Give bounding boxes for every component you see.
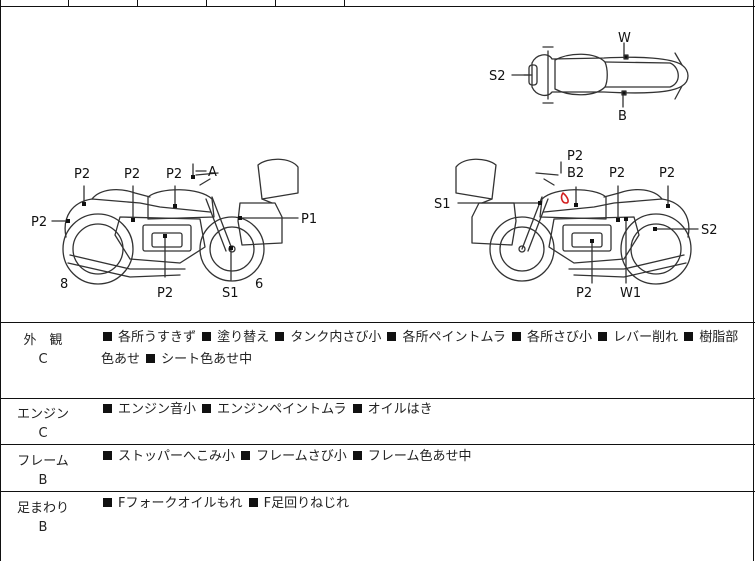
label-top-s2: S2 [489, 69, 506, 84]
category-grade: C [38, 352, 48, 367]
note-item: タンク内さび小 [290, 330, 382, 345]
bullet-square-icon [275, 332, 285, 341]
left-border [0, 0, 1, 561]
note-item: ストッパーへこみ小 [118, 449, 236, 464]
bullet-square-icon [103, 498, 112, 507]
note-item: エンジンペイントムラ [217, 402, 347, 417]
note-item: エンジン音小 [118, 402, 197, 417]
note-item: 塗り替え [217, 330, 270, 345]
note-item: F足回りねじれ [263, 496, 350, 511]
category-name: フレーム [17, 454, 69, 469]
bullet-square-icon [511, 332, 521, 341]
note-item: Fフォークオイルもれ [118, 496, 243, 511]
label-top-w: W [618, 31, 631, 46]
bullet-square-icon [103, 451, 112, 460]
note-item: シート色あせ中 [161, 352, 253, 367]
label-right-p2-top: P2 [567, 149, 583, 164]
note-item: フレームさび小 [256, 449, 347, 464]
bullet-square-icon [598, 332, 608, 341]
label-left-6: 6 [255, 277, 263, 292]
label-left-p2-bottom: P2 [157, 286, 173, 301]
category-name: エンジン [16, 407, 69, 422]
bullet-square-icon [202, 332, 212, 341]
note-item: 樹脂部色あせ [101, 330, 739, 367]
bullet-square-icon [241, 451, 251, 460]
bullet-square-icon [248, 498, 258, 507]
bullet-square-icon [103, 332, 112, 341]
right-side-view-motorcycle [455, 158, 692, 285]
label-right-p2-right: P2 [659, 166, 675, 181]
category-suspension: 足まわり B [8, 497, 78, 535]
label-left-8: 8 [60, 277, 68, 292]
bullet-square-icon [202, 404, 212, 413]
header-divider [206, 0, 207, 6]
label-left-p2-a: P2 [74, 167, 90, 182]
engine-notes: エンジン音小 エンジンペイントムラ オイルはき [101, 399, 741, 421]
header-divider [68, 0, 69, 6]
diagram-bottom-border [0, 322, 755, 323]
header-divider [344, 0, 345, 6]
label-right-p2-mid: P2 [609, 166, 625, 181]
suspension-notes: Fフォークオイルもれ F足回りねじれ [101, 493, 741, 515]
note-item: オイルはき [367, 402, 433, 417]
bullet-square-icon [352, 404, 362, 413]
bullet-square-icon [103, 404, 112, 413]
bullet-square-icon [146, 354, 156, 363]
row-divider [0, 444, 755, 445]
category-exterior: 外 観 C [8, 329, 78, 367]
note-item: フレーム色あせ中 [367, 449, 472, 464]
row-divider [0, 491, 755, 492]
bullet-square-icon [387, 332, 397, 341]
top-view-motorcycle [523, 46, 689, 104]
category-name: 外 観 [23, 333, 63, 348]
category-engine: エンジン C [8, 403, 78, 441]
top-border [0, 6, 755, 7]
label-left-p2-side: P2 [31, 215, 47, 230]
frame-notes: ストッパーへこみ小 フレームさび小 フレーム色あせ中 [101, 446, 741, 468]
motorcycle-damage-diagram: W S2 B P2 P2 P2 A P2 P1 8 P2 S1 6 P2 B2 … [31, 31, 718, 301]
bullet-square-icon [352, 451, 362, 460]
category-grade: B [38, 473, 48, 488]
note-item: レバー削れ [613, 330, 679, 345]
note-item: 各所ペイントムラ [402, 330, 506, 345]
category-grade: B [38, 520, 48, 535]
label-left-a: A [208, 165, 217, 180]
label-left-p2-c: P2 [166, 167, 182, 182]
label-left-p1: P1 [301, 212, 317, 227]
label-left-p2-b: P2 [124, 167, 140, 182]
category-frame: フレーム B [8, 450, 78, 488]
header-divider [275, 0, 276, 6]
row-divider [0, 398, 755, 399]
exterior-notes: 各所うすきず 塗り替え タンク内さび小 各所ペイントムラ 各所さび小 レバー削れ… [101, 327, 741, 371]
label-right-b2: B2 [567, 166, 584, 181]
label-right-s1: S1 [434, 197, 451, 212]
left-side-view-motorcycle [62, 158, 299, 285]
label-right-p2-bottom: P2 [576, 286, 592, 301]
header-divider [137, 0, 138, 6]
category-name: 足まわり [16, 501, 69, 516]
label-top-b: B [618, 109, 627, 124]
label-right-s2: S2 [701, 223, 718, 238]
right-border [753, 0, 754, 561]
note-item: 各所うすきず [118, 330, 197, 345]
label-left-s1: S1 [222, 286, 239, 301]
category-grade: C [38, 426, 48, 441]
bullet-square-icon [684, 332, 694, 341]
note-item: 各所さび小 [526, 330, 592, 345]
label-right-w1: W1 [620, 286, 641, 301]
